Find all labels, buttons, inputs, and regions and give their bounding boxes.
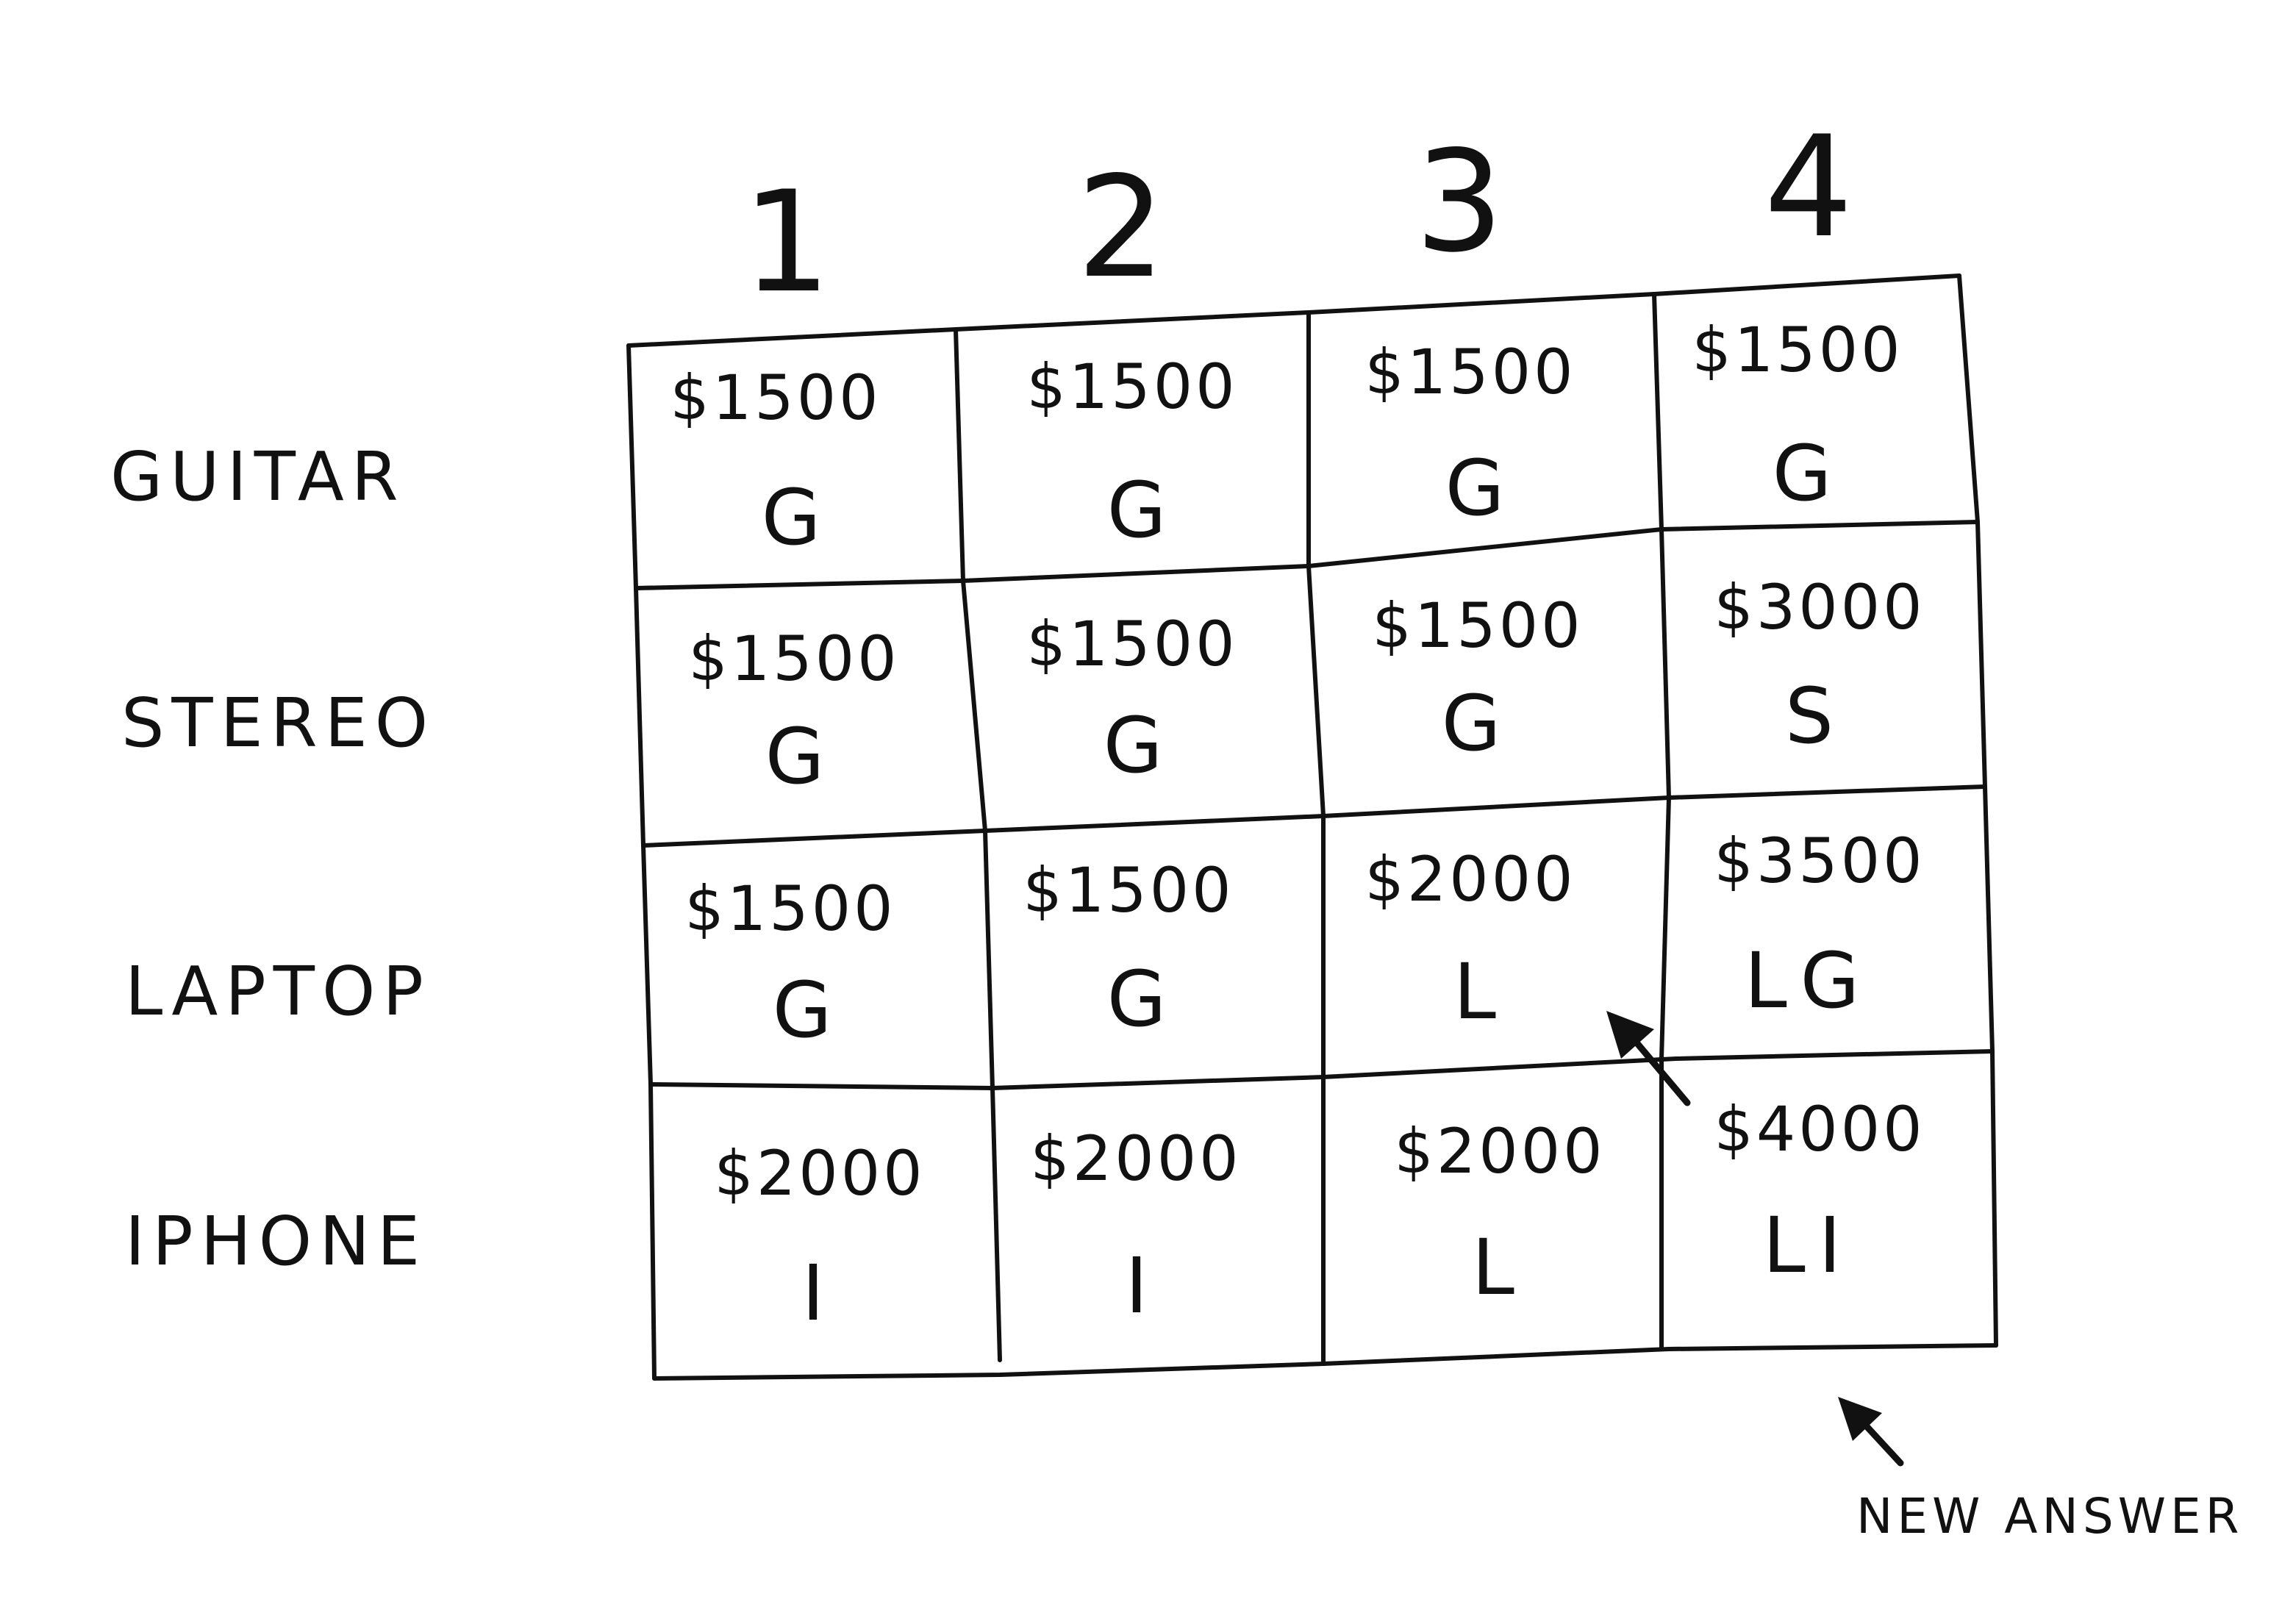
- arrow-icon: [1838, 1397, 1904, 1467]
- grid-line-left: [626, 343, 657, 1381]
- cell-price: $1500: [1692, 314, 1903, 386]
- cell-price: $1500: [1026, 608, 1237, 680]
- cell-price: $2000: [1394, 1115, 1605, 1187]
- cell-price: $1500: [688, 623, 899, 695]
- grid-line-v2: [1306, 310, 1326, 1366]
- grid-cell: $1500 G: [1372, 590, 1583, 768]
- grid-row-guitar: $1500 G $1500 G $1500 G $1500 G: [670, 314, 1903, 562]
- column-headers: 1 2 3 4: [743, 106, 1853, 323]
- grid-cell: $1500 G: [1023, 854, 1234, 1044]
- cell-items: G: [1442, 679, 1514, 768]
- cell-price: $1500: [1372, 590, 1583, 662]
- cell-price: $1500: [670, 362, 881, 434]
- arrow-icon: [1606, 1011, 1691, 1106]
- row-label-laptop: LAPTOP: [125, 952, 431, 1031]
- grid-cell: $3500 LG: [1714, 825, 1925, 1026]
- cell-items: I: [1126, 1241, 1162, 1331]
- grid-row-iphone: $2000 I $2000 I $2000 L $4000 LI: [714, 1093, 1925, 1338]
- grid-cell: $1500 G: [1026, 351, 1237, 555]
- cell-items: G: [1773, 429, 1845, 518]
- cell-price: $3000: [1714, 571, 1925, 643]
- grid-row-laptop: $1500 G $1500 G $2000 L $3500 LG: [684, 825, 1925, 1055]
- row-label-guitar: GUITAR: [110, 437, 406, 516]
- grid-cell: $1500 G: [1692, 314, 1903, 518]
- column-header-2: 2: [1077, 146, 1166, 309]
- new-answer-label: NEW ANSWER: [1856, 1488, 2244, 1545]
- cell-items: LG: [1745, 936, 1873, 1026]
- cell-items: G: [1107, 954, 1180, 1044]
- grid-cell: $2000 I: [714, 1137, 925, 1338]
- cell-items: G: [1107, 465, 1180, 555]
- column-header-3: 3: [1415, 121, 1504, 283]
- grid-cell: $3000 S: [1714, 571, 1925, 761]
- cell-price: $1500: [1364, 336, 1575, 408]
- cell-price: $4000: [1714, 1093, 1925, 1165]
- row-label-stereo: STEREO: [121, 684, 435, 762]
- cell-price: $3500: [1714, 825, 1925, 897]
- cell-items: L: [1472, 1223, 1528, 1312]
- cell-price: $1500: [684, 873, 895, 945]
- grid-cell: $2000 L: [1394, 1115, 1605, 1312]
- cell-price: $1500: [1026, 351, 1237, 423]
- cell-items: G: [765, 712, 838, 801]
- cell-price: $2000: [714, 1137, 925, 1209]
- grid-cell: $4000 LI: [1714, 1093, 1925, 1290]
- grid-row-stereo: $1500 G $1500 G $1500 G $3000 S: [688, 571, 1925, 801]
- column-header-1: 1: [743, 161, 831, 323]
- cell-price: $2000: [1030, 1123, 1241, 1195]
- grid-cell: $1500 G: [1364, 336, 1575, 533]
- grid-line-v3: [1652, 292, 1672, 1351]
- grid-lines: [626, 273, 1998, 1381]
- cell-price: $2000: [1364, 843, 1575, 915]
- grid-cell: $2000 I: [1030, 1123, 1241, 1331]
- grid-cell: $1500 G: [684, 873, 895, 1055]
- cell-items: G: [773, 965, 845, 1055]
- cell-items: I: [802, 1248, 838, 1338]
- row-label-iphone: IPHONE: [125, 1202, 427, 1281]
- grid-cell: $1500 G: [1026, 608, 1237, 790]
- cell-items: G: [762, 473, 834, 562]
- row-labels: GUITAR STEREO LAPTOP IPHONE: [110, 437, 435, 1281]
- cell-items: S: [1785, 671, 1847, 761]
- cell-items: LI: [1763, 1201, 1855, 1290]
- grid-cell: $1500 G: [688, 623, 899, 801]
- grid-cell: $1500 G: [670, 362, 881, 562]
- cell-items: G: [1104, 701, 1176, 790]
- grid-line-v1: [954, 327, 1002, 1362]
- grid-line-right: [1957, 273, 1998, 1348]
- cell-items: L: [1453, 947, 1509, 1037]
- cell-items: G: [1445, 443, 1518, 533]
- cell-price: $1500: [1023, 854, 1234, 926]
- column-header-4: 4: [1764, 106, 1853, 268]
- grid-cell: $2000 L: [1364, 843, 1575, 1037]
